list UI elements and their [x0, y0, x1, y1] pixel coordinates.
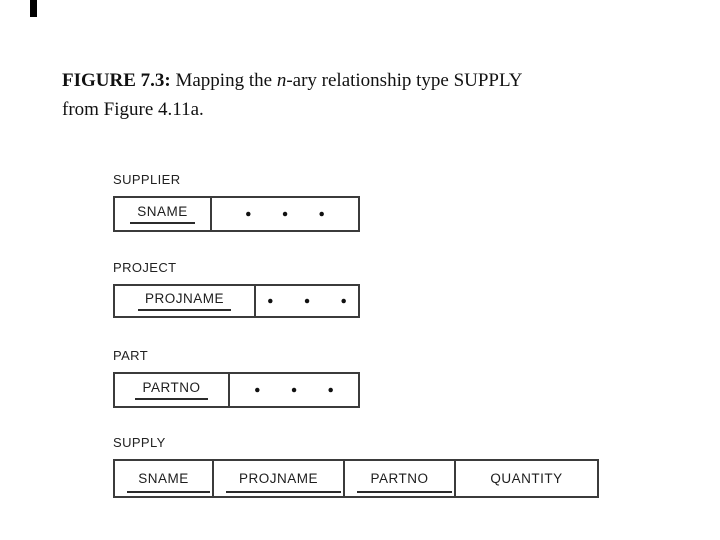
attr-label: QUANTITY: [490, 471, 563, 486]
caption-text-before-italic: Mapping the: [170, 70, 277, 91]
attr-label: PARTNO: [370, 471, 429, 486]
key-underline: [357, 491, 452, 493]
attr-label: SNAME: [130, 204, 195, 224]
project-relation-box: PROJNAME . . .: [113, 280, 360, 318]
project-relation-name: PROJECT: [113, 260, 177, 275]
supplier-relation-box: SNAME . . .: [113, 196, 360, 232]
project-relation: PROJECT PROJNAME . . .: [113, 260, 360, 318]
supply-relation-box: SNAME PROJNAME PARTNO QUANTITY: [113, 459, 599, 498]
supply-attr-partno: PARTNO: [343, 461, 454, 496]
part-relation-name: PART: [113, 348, 149, 363]
attr-label: PARTNO: [135, 380, 208, 400]
ellipsis-dots: . . .: [253, 369, 345, 398]
supplier-relation: SUPPLIER SNAME . . .: [113, 172, 360, 232]
supply-attr-projname: PROJNAME: [212, 461, 343, 496]
supply-relation-name: SUPPLY: [113, 435, 166, 450]
ellipsis-dots: . . .: [244, 193, 336, 222]
attr-label: SNAME: [138, 471, 189, 486]
attr-label: PROJNAME: [137, 291, 231, 311]
key-underline: [127, 491, 210, 493]
ellipsis-dots: . . .: [266, 280, 358, 309]
part-relation-box: PARTNO . . .: [113, 372, 360, 408]
supply-relation: SUPPLY SNAME PROJNAME PARTNO QUANTITY: [113, 435, 599, 498]
project-other-attrs-ellipsis: . . .: [254, 280, 358, 316]
supplier-other-attrs-ellipsis: . . .: [210, 193, 358, 230]
supplier-attr-sname: SNAME: [115, 198, 210, 230]
figure-number-label: FIGURE 7.3:: [62, 70, 171, 91]
caption-text-after-italic: -ary relationship type SUPPLY: [286, 70, 523, 91]
attr-label: PROJNAME: [238, 471, 318, 486]
figure-caption: FIGURE 7.3: Mapping the n-ary relationsh…: [62, 66, 522, 124]
figure-caption-line2: from Figure 4.11a.: [62, 99, 204, 120]
caption-italic-n: n: [276, 70, 287, 91]
supply-attr-quantity: QUANTITY: [454, 461, 597, 496]
top-edge-artifact-mark: [30, 0, 37, 17]
supplier-relation-name: SUPPLIER: [113, 172, 181, 187]
figure-caption-line1: FIGURE 7.3: Mapping the n-ary relationsh…: [62, 66, 522, 95]
part-attr-partno: PARTNO: [115, 374, 228, 406]
supply-attr-sname: SNAME: [115, 461, 212, 496]
part-other-attrs-ellipsis: . . .: [228, 369, 358, 406]
key-underline: [226, 491, 341, 493]
part-relation: PART PARTNO . . .: [113, 348, 360, 408]
project-attr-projname: PROJNAME: [115, 286, 254, 316]
